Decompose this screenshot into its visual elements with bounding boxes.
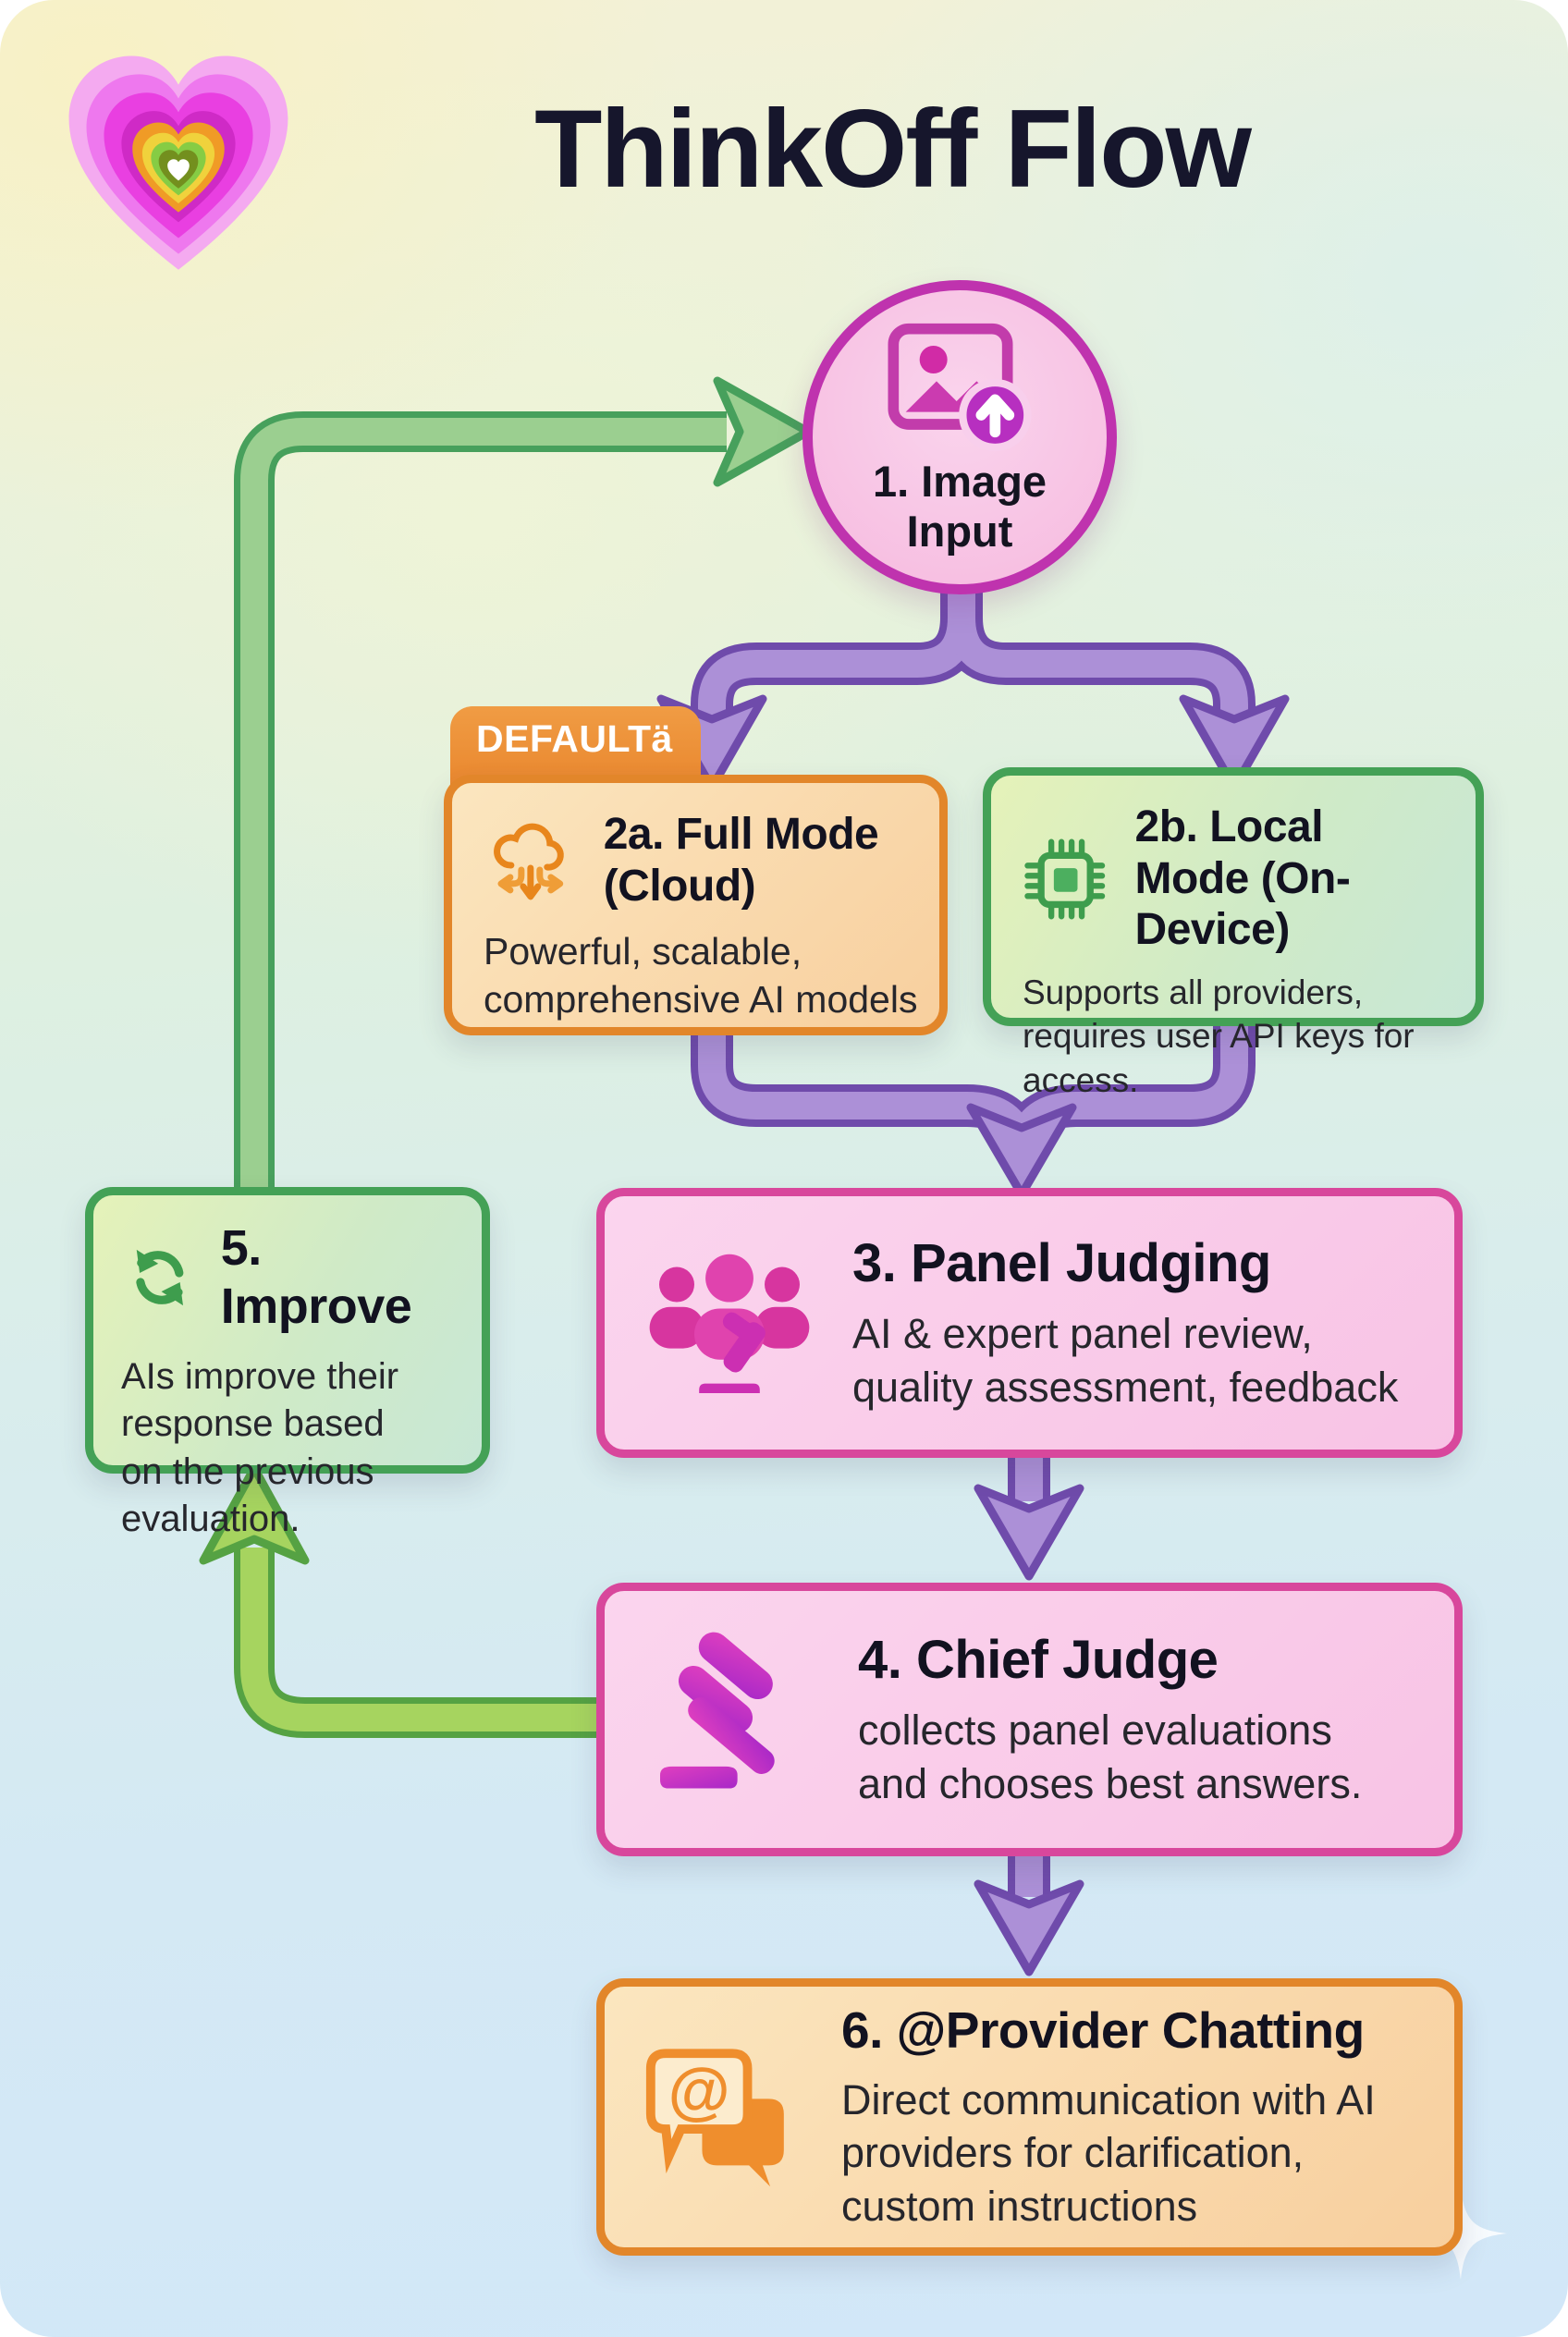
page-title: ThinkOff Flow [534,87,1252,211]
node-full-mode: 2a. Full Mode (Cloud) Powerful, scalable… [444,775,948,1035]
chat-at-icon: @ [645,2049,784,2187]
node-improve: 5. Improve AIs improve their response ba… [85,1187,490,1539]
node-panel-judging-title: 3. Panel Judging [852,1232,1271,1293]
node-chief-judge-title: 4. Chief Judge [858,1629,1219,1690]
node-local-mode-title: 2b. Local Mode (On-Device) [1134,802,1351,955]
node-image-input-label: 1. Image Input [872,456,1047,556]
node-improve-title: 5. Improve [220,1220,412,1334]
node-provider-chatting-body: Direct communication with AI providers f… [841,2075,1376,2230]
heart-icon [68,55,288,270]
cloud-sync-icon [494,823,564,900]
image-upload-icon [888,323,1032,452]
node-local-mode: 2b. Local Mode (On-Device) Supports all … [983,767,1484,1099]
node-image-input: 1. Image Input [802,280,1117,594]
node-chief-judge-body: collects panel evaluations and chooses b… [858,1707,1363,1807]
node-provider-chatting: @ 6. @Provider Chatting Direct communica… [596,1978,1463,2256]
refresh-icon [136,1249,184,1305]
node-provider-chatting-title: 6. @Provider Chatting [841,2001,1365,2059]
node-local-mode-body: Supports all providers, requires user AP… [1023,973,1415,1099]
node-chief-judge: 4. Chief Judge collects panel evaluation… [596,1583,1463,1856]
chip-icon [1024,838,1106,919]
people-gavel-icon [649,1254,810,1393]
node-full-mode-title: 2a. Full Mode (Cloud) [603,810,879,911]
node-panel-judging: 3. Panel Judging AI & expert panel revie… [596,1188,1463,1458]
node-improve-body: AIs improve their response based on the … [121,1356,399,1539]
gavel-icon [660,1632,775,1789]
svg-text:@: @ [668,2055,730,2126]
rainbow-heart-logo [48,35,309,296]
node-full-mode-body: Powerful, scalable, comprehensive AI mod… [484,930,918,1022]
node-panel-judging-body: AI & expert panel review, quality assess… [852,1310,1399,1411]
